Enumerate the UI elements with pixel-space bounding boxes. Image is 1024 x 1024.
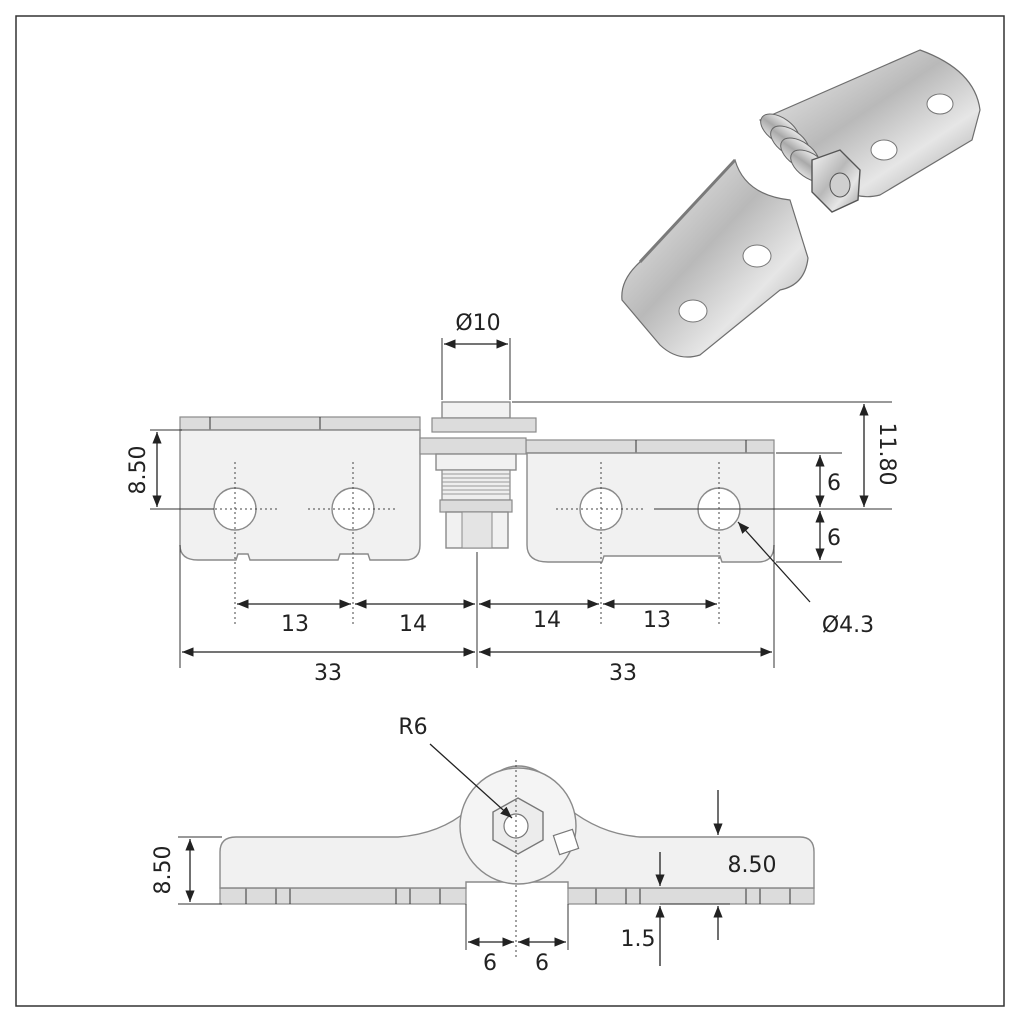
pin-diameter-label: Ø10 xyxy=(455,311,500,336)
plate-thickness-label: 1.5 xyxy=(621,927,656,952)
front-view xyxy=(179,401,892,668)
left-width-label: 33 xyxy=(314,661,342,686)
side-right-height-label: 8.50 xyxy=(728,853,777,878)
drawing-frame xyxy=(15,15,1005,1007)
hinge-photo-icon xyxy=(621,49,981,358)
left-outer-spacing-label: 13 xyxy=(281,612,309,637)
right-outer-spacing-label: 13 xyxy=(643,608,671,633)
side-view-dimensions: R6 8.50 8.50 1.5 6 6 xyxy=(151,715,776,976)
gap-right-label: 6 xyxy=(535,951,549,976)
left-inner-spacing-label: 14 xyxy=(399,612,427,637)
hole-upper-label: 6 xyxy=(827,471,841,496)
right-inner-spacing-label: 14 xyxy=(533,608,561,633)
hole-diameter-label: Ø4.3 xyxy=(822,613,874,638)
left-height-label: 8.50 xyxy=(126,446,151,495)
hole-lower-label: 6 xyxy=(827,526,841,551)
right-width-label: 33 xyxy=(609,661,637,686)
total-height-label: 11.80 xyxy=(874,423,899,486)
side-left-height-label: 8.50 xyxy=(151,846,176,895)
front-view-dimensions: Ø10 8.50 11.80 6 6 Ø4.3 13 14 14 13 xyxy=(126,311,899,686)
side-view xyxy=(219,760,815,960)
radius-label: R6 xyxy=(398,715,427,740)
gap-left-label: 6 xyxy=(483,951,497,976)
